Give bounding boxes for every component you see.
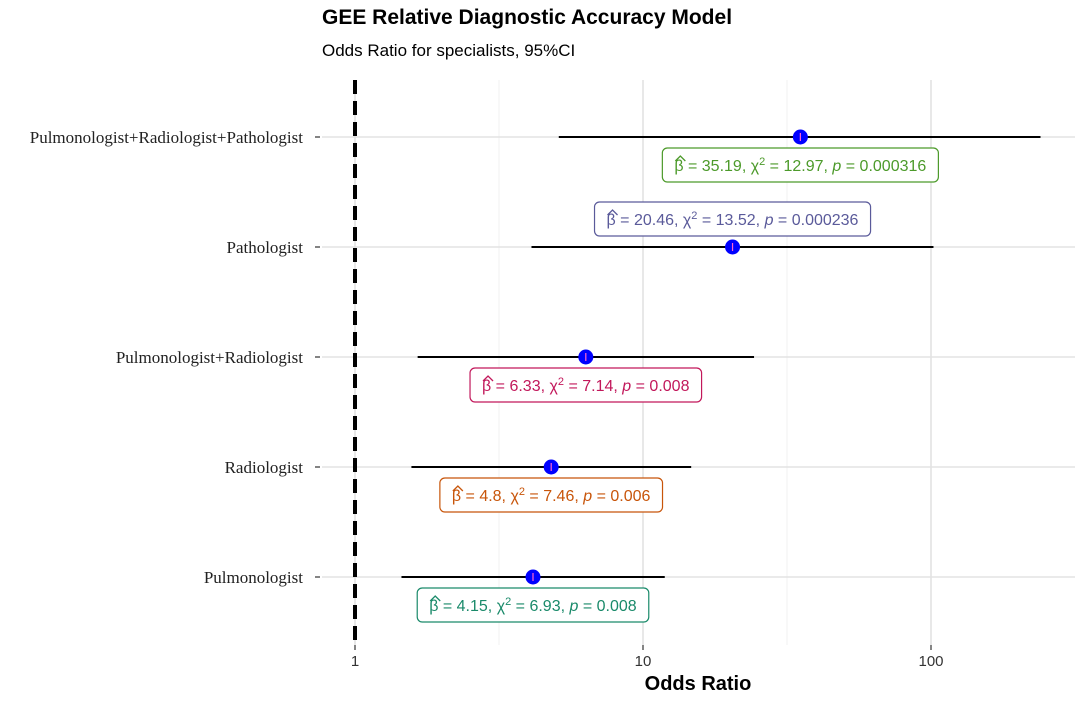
chart-subtitle: Odds Ratio for specialists, 95%CI [322, 41, 575, 60]
stat-annotation-box [469, 367, 703, 403]
annotation-labels: β = 35.19, χ2 = 12.97, p = 0.000316 β = 2… [416, 147, 939, 623]
stat-annotation: β = 20.46, χ2 = 13.52, p = 0.000236 [593, 201, 872, 237]
y-tick-label: Radiologist [225, 458, 304, 477]
beta-hat-accent [607, 209, 618, 216]
stat-annotation-box [661, 147, 939, 183]
beta-hat-accent [482, 375, 494, 382]
y-axis-labels: Pulmonologist+Radiologist+PathologistPat… [30, 128, 320, 587]
x-tick-label: 10 [635, 653, 652, 670]
x-axis-title: Odds Ratio [645, 673, 752, 695]
beta-hat-accent [429, 595, 441, 602]
y-tick-label: Pulmonologist+Radiologist [116, 348, 303, 367]
stat-annotation-box [593, 201, 872, 237]
x-tick-label: 1 [351, 653, 359, 670]
stat-annotation-text: β = 4.8, χ2 = 7.46, p = 0.006 [452, 486, 651, 505]
y-tick-label: Pathologist [226, 238, 303, 257]
stat-annotation: β = 6.33, χ2 = 7.14, p = 0.008 [469, 367, 703, 403]
stat-annotation-text: β = 4.15, χ2 = 6.93, p = 0.008 [429, 596, 637, 615]
x-tick-label: 100 [918, 653, 943, 670]
point-estimates [525, 129, 808, 585]
y-tick-label: Pulmonologist+Radiologist+Pathologist [30, 128, 304, 147]
stat-annotation-box [416, 587, 650, 623]
chart-title: GEE Relative Diagnostic Accuracy Model [322, 6, 732, 29]
x-axis-ticks: 1 10 100 [351, 645, 944, 670]
stat-annotation-text: β = 20.46, χ2 = 13.52, p = 0.000236 [607, 210, 859, 229]
y-tick-label: Pulmonologist [204, 568, 303, 587]
stat-annotation-box [439, 477, 664, 513]
beta-hat-accent [674, 155, 686, 162]
stat-annotation-text: β = 6.33, χ2 = 7.14, p = 0.008 [482, 376, 690, 395]
beta-hat-accent [452, 485, 464, 492]
stat-annotation: β = 4.15, χ2 = 6.93, p = 0.008 [416, 587, 650, 623]
stat-annotation-text: β = 35.19, χ2 = 12.97, p = 0.000316 [674, 156, 926, 175]
stat-annotation: β = 4.8, χ2 = 7.46, p = 0.006 [439, 477, 664, 513]
stat-annotation: β = 35.19, χ2 = 12.97, p = 0.000316 [661, 147, 939, 183]
